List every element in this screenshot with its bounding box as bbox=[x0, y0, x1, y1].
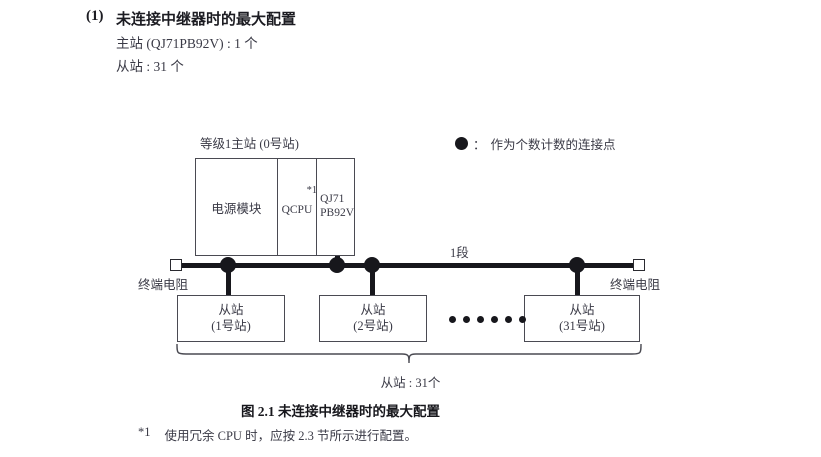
network-module-line2: PB92V bbox=[320, 207, 354, 219]
connection-point-dot-icon bbox=[329, 257, 345, 273]
bus-trunk-line bbox=[178, 263, 636, 268]
slave-drop-line bbox=[370, 263, 375, 296]
legend-separator: ： bbox=[473, 138, 486, 152]
brace-shape-icon bbox=[176, 343, 642, 364]
footnote: *1 使用冗余 CPU 时，应按 2.3 节所示进行配置。 bbox=[138, 425, 417, 444]
master-station-rack: 电源模块 QCPU *1 QJ71 PB92V bbox=[195, 158, 355, 256]
slave-drop-line bbox=[226, 263, 231, 296]
slave-drop-line bbox=[575, 263, 580, 296]
slave-station-number: (31号站) bbox=[559, 318, 605, 333]
ellipsis-dot-icon bbox=[449, 316, 456, 323]
slave-count-brace bbox=[170, 343, 648, 374]
figure-caption: 图 2.1 未连接中继器时的最大配置 bbox=[240, 404, 441, 419]
ellipsis-dot-icon bbox=[505, 316, 512, 323]
legend: ： 作为个数计数的连接点 bbox=[455, 134, 616, 153]
connection-point-dot-icon bbox=[455, 137, 468, 150]
network-module-label: QJ71 PB92V bbox=[320, 193, 354, 220]
terminating-resistor-left-label: 终端电阻 bbox=[138, 278, 189, 292]
slave-count-text: 从站 : 31个 bbox=[380, 376, 441, 390]
footnote-marker: *1 bbox=[138, 425, 151, 439]
spec-slave-station: 从站 : 31 个 bbox=[116, 59, 184, 74]
ellipsis-dots bbox=[449, 316, 526, 323]
slave-station-number: (1号站) bbox=[211, 318, 251, 333]
ellipsis-dot-icon bbox=[463, 316, 470, 323]
cpu-module-cell: QCPU *1 bbox=[278, 159, 318, 255]
power-supply-module-label: 电源模块 bbox=[211, 201, 262, 216]
section-number: (1) bbox=[86, 8, 104, 24]
cpu-module-label: QCPU bbox=[281, 204, 313, 216]
spec-master-station: 主站 (QJ71PB92V) : 1 个 bbox=[116, 36, 258, 51]
ellipsis-dot-icon bbox=[519, 316, 526, 323]
ellipsis-dot-icon bbox=[491, 316, 498, 323]
slave-count-label: 从站 : 31个 bbox=[0, 372, 821, 391]
terminating-resistor-right-label: 终端电阻 bbox=[610, 278, 661, 292]
terminating-resistor-left-icon bbox=[170, 259, 182, 271]
legend-label: 作为个数计数的连接点 bbox=[490, 138, 616, 152]
slave-station-box: 从站 (2号站) bbox=[319, 295, 427, 342]
slave-station-box: 从站 (31号站) bbox=[524, 295, 640, 342]
ellipsis-dot-icon bbox=[477, 316, 484, 323]
cpu-footnote-marker: *1 bbox=[306, 185, 318, 196]
master-station-label: 等级1主站 (0号站) bbox=[200, 137, 299, 151]
terminating-resistor-right-icon bbox=[633, 259, 645, 271]
slave-station-number: (2号站) bbox=[353, 318, 393, 333]
slave-station-title: 从站 bbox=[360, 302, 386, 317]
slave-station-box: 从站 (1号站) bbox=[177, 295, 285, 342]
network-module-cell: QJ71 PB92V bbox=[317, 159, 354, 255]
slave-station-title: 从站 bbox=[569, 302, 595, 317]
segment-label: 1段 bbox=[450, 246, 469, 260]
section-title: 未连接中继器时的最大配置 bbox=[116, 12, 297, 28]
footnote-text: 使用冗余 CPU 时，应按 2.3 节所示进行配置。 bbox=[164, 429, 417, 443]
slave-station-title: 从站 bbox=[218, 302, 244, 317]
power-supply-module-cell: 电源模块 bbox=[196, 159, 278, 255]
network-module-line1: QJ71 bbox=[320, 193, 345, 206]
